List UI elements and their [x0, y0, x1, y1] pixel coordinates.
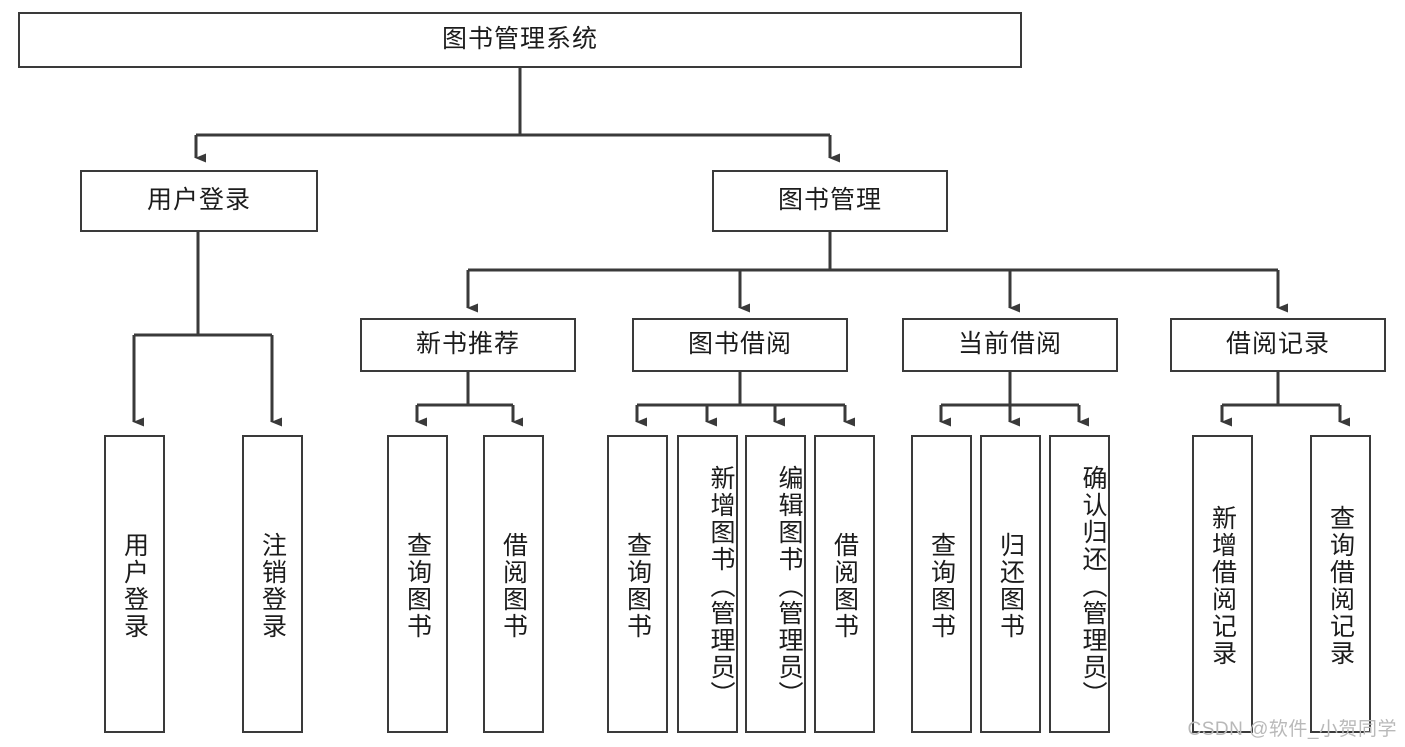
node-label: 借阅图书: [499, 532, 528, 640]
node-label: 新增借阅记录: [1208, 505, 1237, 667]
node-label: 新书推荐: [415, 330, 520, 359]
node-leaf-return-book[interactable]: 归还图书: [980, 435, 1041, 733]
node-label: 借阅图书: [830, 532, 859, 640]
node-leaf-query-book-1[interactable]: 查询图书: [387, 435, 448, 733]
node-label: 图书管理系统: [441, 25, 598, 54]
node-label: 用户登录: [120, 532, 149, 640]
node-label: 查询借阅记录: [1326, 505, 1355, 667]
node-label: 借阅记录: [1225, 330, 1330, 359]
node-label: 图书借阅: [687, 330, 792, 359]
node-leaf-user-login[interactable]: 用户登录: [104, 435, 165, 733]
node-label: 查询图书: [403, 532, 432, 640]
node-current-borrow[interactable]: 当前借阅: [902, 318, 1118, 372]
node-leaf-add-book[interactable]: 新增图书（管理员）: [677, 435, 738, 733]
node-label: 图书管理: [777, 186, 882, 215]
node-label: 新增图书（管理员）: [707, 464, 735, 708]
node-leaf-edit-book[interactable]: 编辑图书（管理员）: [745, 435, 806, 733]
node-label: 确认归还（管理员）: [1079, 464, 1107, 708]
node-leaf-add-record[interactable]: 新增借阅记录: [1192, 435, 1253, 733]
node-user-login[interactable]: 用户登录: [80, 170, 318, 232]
node-book-borrow[interactable]: 图书借阅: [632, 318, 848, 372]
node-leaf-borrow-book-2[interactable]: 借阅图书: [814, 435, 875, 733]
node-book-manage[interactable]: 图书管理: [712, 170, 948, 232]
node-leaf-borrow-book-1[interactable]: 借阅图书: [483, 435, 544, 733]
node-leaf-query-book-3[interactable]: 查询图书: [911, 435, 972, 733]
csdn-watermark: CSDN @软件_小贺同学: [1187, 719, 1397, 740]
node-borrow-record[interactable]: 借阅记录: [1170, 318, 1386, 372]
node-label: 编辑图书（管理员）: [775, 464, 803, 708]
node-root-system[interactable]: 图书管理系统: [18, 12, 1022, 68]
node-label: 查询图书: [927, 532, 956, 640]
node-leaf-query-record[interactable]: 查询借阅记录: [1310, 435, 1371, 733]
node-label: 查询图书: [623, 532, 652, 640]
node-label: 当前借阅: [957, 330, 1062, 359]
node-leaf-user-logout[interactable]: 注销登录: [242, 435, 303, 733]
node-new-book-recommend[interactable]: 新书推荐: [360, 318, 576, 372]
node-label: 用户登录: [146, 186, 251, 215]
node-label: 注销登录: [258, 532, 287, 640]
node-leaf-query-book-2[interactable]: 查询图书: [607, 435, 668, 733]
node-leaf-confirm-return[interactable]: 确认归还（管理员）: [1049, 435, 1110, 733]
node-label: 归还图书: [996, 532, 1025, 640]
